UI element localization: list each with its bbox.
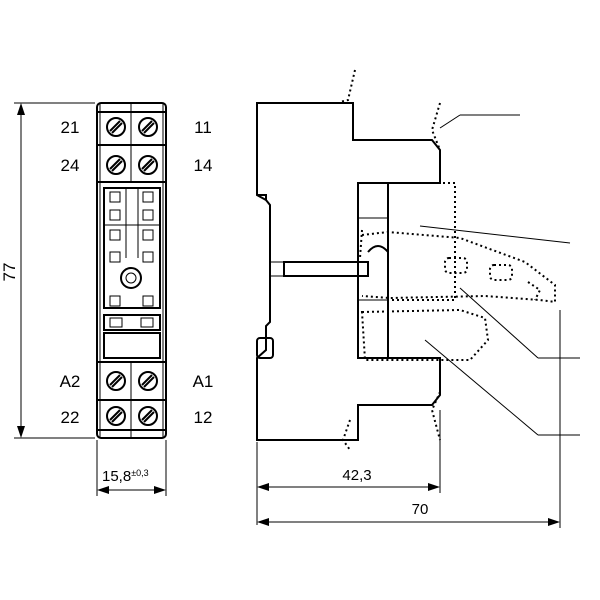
- height-dimension: 77: [0, 102, 95, 439]
- leader-line-bottom: [424, 339, 539, 436]
- latch-bar: [283, 261, 369, 277]
- terminal-label-a1: A1: [193, 372, 214, 391]
- terminal-screw-11: [138, 117, 158, 137]
- front-view: 21 11 24 14 A2 A1 22 12 77 15,8±0,3: [0, 102, 214, 496]
- terminal-label-14: 14: [194, 156, 213, 175]
- contact-slots: [103, 187, 161, 309]
- terminal-screw-21: [106, 117, 126, 137]
- height-dimension-label: 77: [0, 263, 19, 282]
- terminal-label-21: 21: [61, 118, 80, 137]
- side-view: 42,3 70: [256, 69, 580, 528]
- terminal-label-22: 22: [61, 408, 80, 427]
- total-depth-label: 70: [412, 501, 429, 518]
- width-dimension: 15,8±0,3: [96, 440, 167, 496]
- retaining-clip: [103, 314, 161, 359]
- rail-depth-dimension: 42,3: [256, 410, 441, 525]
- socket-side-profile: [256, 102, 441, 441]
- leader-line-top: [439, 114, 461, 129]
- terminal-label-a2: A2: [60, 372, 81, 391]
- width-tolerance: ±0,3: [131, 468, 148, 478]
- leader-line-relay: [419, 225, 571, 244]
- terminal-screw-14: [138, 155, 158, 175]
- terminal-screw-24: [106, 155, 126, 175]
- din-rail-clip: [256, 337, 274, 359]
- terminal-screw-12: [138, 406, 158, 426]
- terminal-screw-a2: [106, 371, 126, 391]
- leader-line-clip: [459, 287, 539, 359]
- width-dimension-label: 15,8±0,3: [102, 468, 149, 485]
- terminal-label-24: 24: [61, 156, 80, 175]
- terminal-screw-a1: [138, 371, 158, 391]
- total-depth-dimension: 70: [257, 310, 561, 528]
- terminal-screw-22: [106, 406, 126, 426]
- rail-depth-label: 42,3: [342, 467, 371, 484]
- terminal-label-12: 12: [194, 408, 213, 427]
- relay-dotted-outline: [388, 182, 456, 301]
- terminal-label-11: 11: [194, 118, 212, 137]
